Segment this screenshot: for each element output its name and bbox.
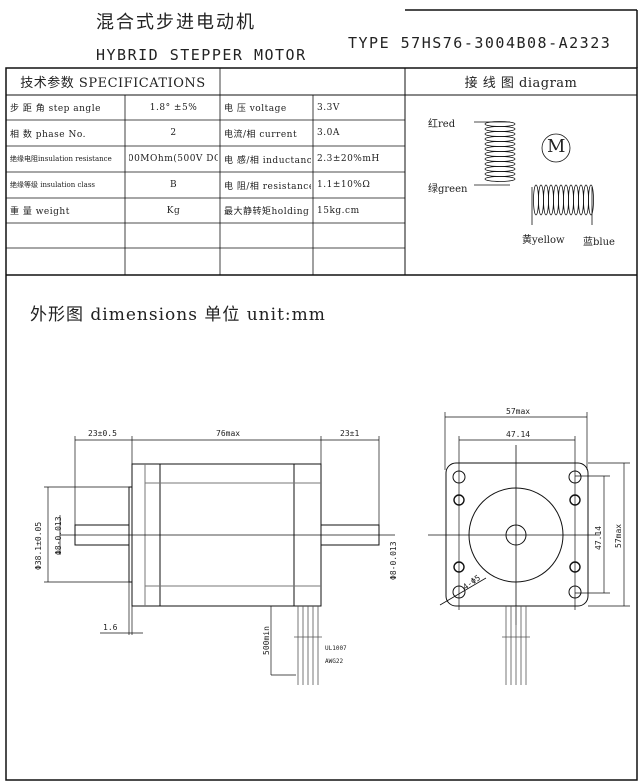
frame — [5, 9, 638, 781]
spec-value-cell: 3.0A — [317, 128, 340, 138]
spec-label-cell: 电 压 voltage — [224, 104, 287, 114]
wiring-coils — [474, 121, 594, 225]
front-view — [428, 412, 630, 685]
dim-lead-length: 500min — [262, 626, 271, 655]
wire-red-label: 红red — [428, 119, 456, 130]
dim-hole-spacing-h: 47.14 — [506, 430, 531, 439]
wire-spec-awg: AWG22 — [325, 658, 344, 665]
spec-label-cell: 重 量 weight — [10, 207, 70, 217]
spec-value-cell: 100MOhm(500V DC) — [129, 154, 218, 164]
dim-boss-diameter: Φ38.1±0.05 — [34, 521, 43, 570]
dim-flange: 1.6 — [103, 623, 118, 632]
dimensions-heading: 外形图 dimensions 单位 unit:mm — [30, 305, 326, 325]
type-label: TYPE — [348, 34, 391, 52]
spec-label-cell: 最大静转矩holding torque — [224, 207, 311, 217]
spec-value-cell: 2.3±20%mH — [317, 154, 380, 164]
dim-shaft-diameter: Φ8-0.013 — [54, 516, 63, 555]
dim-rear-shaft-diameter: Φ8-0.013 — [389, 541, 398, 580]
wire-blue-label: 蓝blue — [583, 237, 615, 248]
spec-value-cell: 1.8° ±5% — [149, 102, 198, 113]
spec-label-cell: 步 距 角 step angle — [10, 104, 101, 114]
dim-rear-shaft: 23±1 — [340, 429, 360, 438]
model-line: TYPE 57HS76-3004B08-A2323 — [348, 34, 611, 52]
wire-green-label: 绿green — [428, 184, 468, 195]
spec-label-cell: 绝缘等级 insulation class — [10, 181, 96, 189]
spec-label-cell: 电流/相 current — [224, 129, 298, 140]
spec-value-cell: 15kg.cm — [317, 205, 360, 216]
title-cn: 混合式步进电动机 — [96, 12, 256, 33]
spec-value-cell: 2 — [170, 128, 177, 138]
spec-label-cell: 绝缘电阻insulation resistance — [10, 155, 112, 163]
motor-symbol-circle — [541, 133, 571, 163]
title-en: HYBRID STEPPER MOTOR — [96, 46, 307, 64]
spec-grid — [6, 68, 405, 275]
spec-label-cell: 电 阻/相 resistance — [224, 181, 311, 192]
spec-value-cell: 1.1±10%Ω — [317, 180, 371, 190]
spec-value-cell: 3.3V — [317, 102, 340, 113]
spec-label-cell: 电 感/相 inductance — [224, 155, 311, 166]
spec-label-cell: 相 数 phase No. — [10, 129, 86, 140]
dim-hole-spacing-v: 47.14 — [594, 525, 603, 550]
spec-value-cell: B — [169, 180, 178, 190]
dim-front-shaft: 23±0.5 — [88, 429, 117, 438]
wire-yellow-label: 黄yellow — [522, 235, 565, 246]
dim-body-length: 76max — [216, 429, 241, 438]
specs-heading: 技术参数 SPECIFICATIONS — [20, 76, 206, 91]
spec-value-cell: Kg — [166, 205, 181, 216]
side-view — [44, 436, 395, 685]
diagram-heading: 接 线 图 diagram — [464, 76, 578, 91]
motor-symbol: M — [547, 136, 566, 157]
dim-front-height: 57max — [614, 523, 623, 548]
wire-spec-ul: UL1007 — [325, 645, 347, 652]
model-number: 57HS76-3004B08-A2323 — [400, 34, 612, 52]
dim-front-width: 57max — [506, 407, 531, 416]
